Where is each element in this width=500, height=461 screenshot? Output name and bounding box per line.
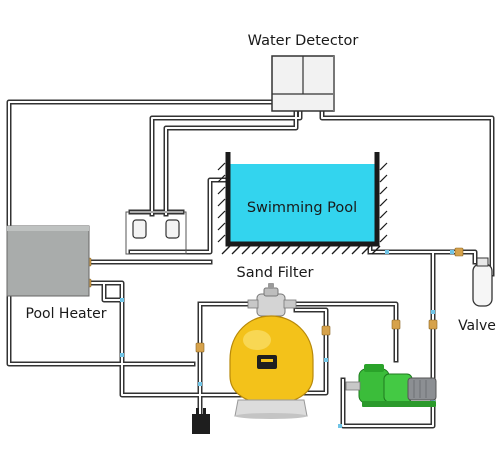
flow-dot [450,250,454,254]
pool-heater: Pool Heater [6,225,107,322]
swimming-pool-label: Swimming Pool [247,200,357,216]
valve-body [472,263,493,307]
pool-water [230,164,375,242]
sensor-right [165,219,180,239]
pipe-left-service [101,280,125,303]
flow-dot [120,298,124,302]
filter-multiport-valve [256,293,286,317]
sensor-bracket [125,211,187,255]
sand-filter: Sand Filter [229,265,314,419]
valve-label: Valve [458,318,496,334]
sand-filter-label: Sand Filter [236,265,313,281]
fitting [195,342,205,353]
water-sensors [125,211,187,255]
flow-dot [324,358,328,362]
pipe-fittings [83,247,464,353]
control-box-body [192,414,210,434]
sensor-left [132,219,147,239]
water-detector: Water Detector [248,33,359,112]
fitting [454,247,464,257]
flow-dot [338,424,342,428]
fitting [428,319,438,330]
pump-motor [407,377,437,401]
swimming-pool: Swimming Pool [217,152,388,255]
pipe-inner [8,101,493,427]
pipe-sensors-to-pool-heater [128,177,229,255]
valve: Valve [458,257,496,334]
water-detector-label: Water Detector [248,33,359,49]
pool-heater-box [6,225,90,297]
pool-walls [225,152,380,247]
fitting [321,325,331,336]
control-box [192,408,210,434]
flow-dot [385,250,389,254]
fitting [391,319,401,330]
flow-dot [120,353,124,357]
pool-wall-hatch [217,162,388,243]
flow-dot [431,310,435,314]
pool-heater-label: Pool Heater [26,306,107,322]
flow-dot [198,382,202,386]
pool-ground-hatch [221,245,381,255]
pump [345,364,437,407]
